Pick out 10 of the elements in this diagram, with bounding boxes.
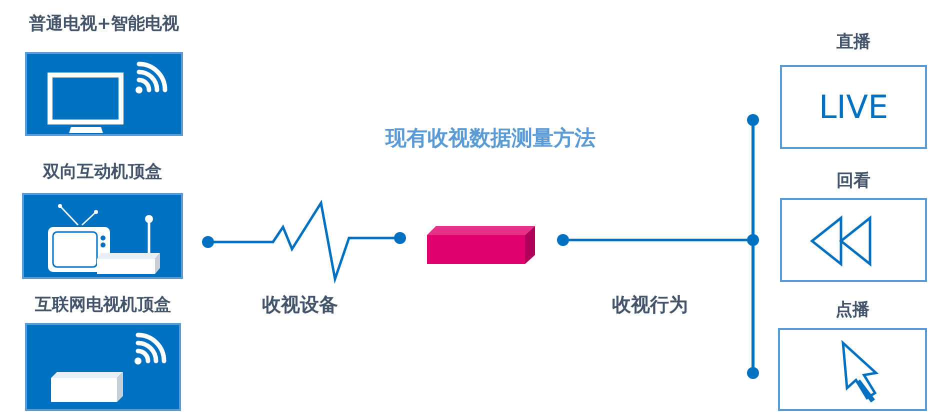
stage-label: 收视行为 xyxy=(612,293,688,318)
mode-title: 直播 xyxy=(836,31,872,53)
title: 现有收视数据测量方法 xyxy=(384,125,596,152)
mode-title: 点播 xyxy=(834,299,870,321)
live-box: LIVE xyxy=(780,65,927,149)
stage-label: 收视设备 xyxy=(262,293,338,318)
mode-title: 回看 xyxy=(836,170,872,192)
device-title: 互联网电视机顶盒 xyxy=(34,294,172,316)
device-title: 普通电视+智能电视 xyxy=(28,13,180,35)
device-title: 双向互动机顶盒 xyxy=(42,161,163,183)
